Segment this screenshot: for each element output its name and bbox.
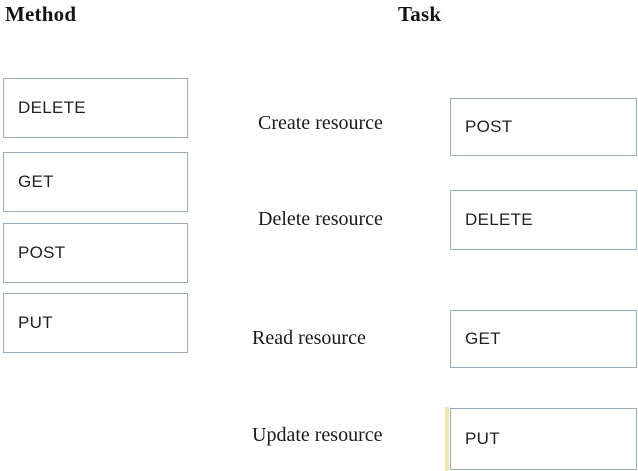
answer-value: DELETE [465,210,533,229]
answer-drop-box[interactable]: GET [450,310,637,368]
method-option-box[interactable]: GET [3,152,188,212]
answer-value: POST [465,117,513,136]
method-option-label: PUT [18,313,53,332]
task-column-heading: Task [398,2,442,26]
method-option-box[interactable]: PUT [3,293,188,353]
method-option-label: DELETE [18,98,86,117]
task-label: Update resource [252,424,383,446]
method-option-box[interactable]: DELETE [3,78,188,138]
method-column-heading: Method [5,2,77,26]
method-option-label: GET [18,172,54,191]
answer-drop-box[interactable]: PUT [445,407,637,471]
answer-drop-box[interactable]: POST [450,98,637,156]
task-label: Delete resource [258,208,383,230]
answer-value: GET [465,329,501,348]
method-option-box[interactable]: POST [3,223,188,283]
answer-value: PUT [465,429,500,448]
method-option-label: POST [18,243,66,262]
task-label: Create resource [258,112,383,134]
task-label: Read resource [252,327,366,349]
answer-drop-box[interactable]: DELETE [450,190,637,250]
